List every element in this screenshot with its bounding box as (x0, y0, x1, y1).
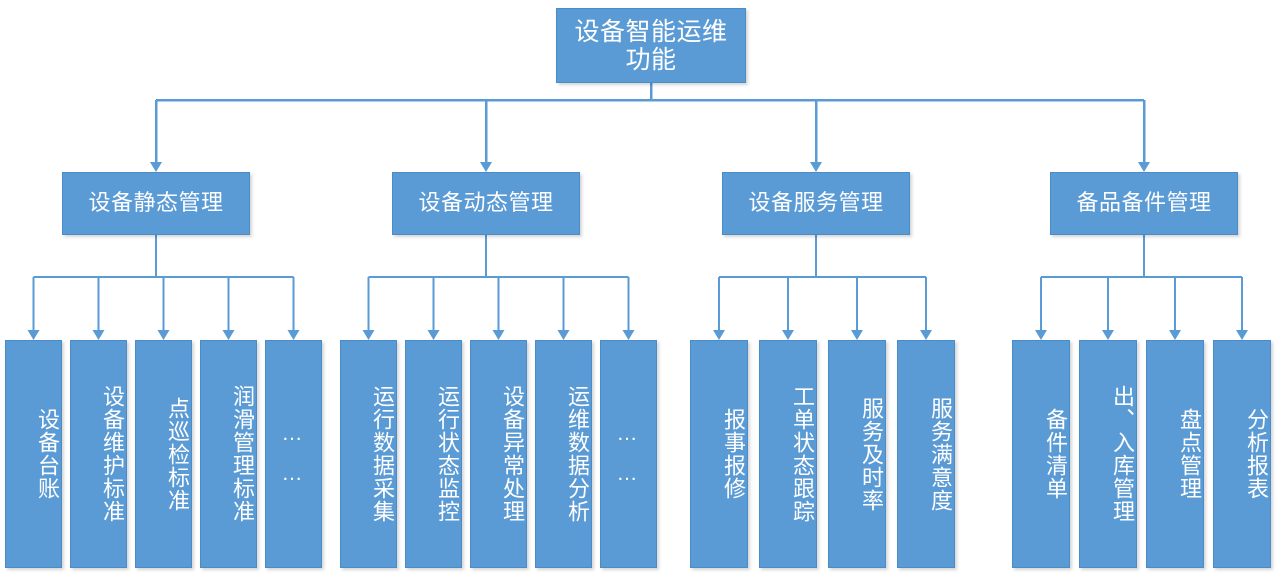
branch-node-4-label: 备品备件管理 (1076, 190, 1212, 216)
leaf-node-1-5-label: … … (281, 422, 306, 485)
branch-node-1[interactable]: 设备静态管理 (62, 172, 250, 235)
leaf-node-4-2-label: 出、入库管理 (1110, 385, 1135, 523)
leaf-node-3-1[interactable]: 报事报修 (690, 340, 748, 568)
branch-node-2-label: 设备动态管理 (418, 190, 554, 216)
branch-node-3[interactable]: 设备服务管理 (722, 172, 910, 235)
leaf-node-1-2[interactable]: 设备维护标准 (70, 340, 127, 568)
leaf-node-2-1[interactable]: 运行数据采集 (340, 340, 397, 568)
leaf-node-4-3-label: 盘点管理 (1177, 408, 1202, 500)
branch-node-4[interactable]: 备品备件管理 (1050, 172, 1238, 235)
leaf-node-1-3[interactable]: 点巡检标准 (135, 340, 192, 568)
branch-node-2[interactable]: 设备动态管理 (392, 172, 580, 235)
leaf-node-1-2-label: 设备维护标准 (100, 385, 125, 523)
leaf-node-2-5-label: … … (616, 422, 641, 485)
leaf-node-3-3[interactable]: 服务及时率 (828, 340, 886, 568)
leaf-node-1-5[interactable]: … … (265, 340, 322, 568)
leaf-node-4-4-label: 分析报表 (1244, 408, 1269, 500)
leaf-node-4-1[interactable]: 备件清单 (1012, 340, 1070, 568)
leaf-node-1-1-label: 设备台账 (35, 408, 60, 500)
root-node-label: 设备智能运维功能 (574, 17, 728, 74)
branch-node-3-label: 设备服务管理 (748, 190, 884, 216)
leaf-node-2-3[interactable]: 设备异常处理 (470, 340, 527, 568)
leaf-node-1-3-label: 点巡检标准 (165, 396, 190, 512)
leaf-node-2-4-label: 运维数据分析 (565, 385, 590, 523)
leaf-node-1-4[interactable]: 润滑管理标准 (200, 340, 257, 568)
leaf-node-2-5[interactable]: … … (600, 340, 657, 568)
leaf-node-3-1-label: 报事报修 (721, 408, 746, 500)
leaf-node-3-2-label: 工单状态跟踪 (790, 385, 815, 523)
leaf-node-3-4-label: 服务满意度 (928, 396, 953, 512)
leaf-node-2-4[interactable]: 运维数据分析 (535, 340, 592, 568)
leaf-node-1-4-label: 润滑管理标准 (230, 385, 255, 523)
leaf-node-2-2-label: 运行状态监控 (435, 385, 460, 523)
leaf-node-2-2[interactable]: 运行状态监控 (405, 340, 462, 568)
leaf-node-2-1-label: 运行数据采集 (370, 385, 395, 523)
leaf-node-4-3[interactable]: 盘点管理 (1146, 340, 1204, 568)
leaf-node-2-3-label: 设备异常处理 (500, 385, 525, 523)
root-node[interactable]: 设备智能运维功能 (556, 8, 746, 83)
leaf-node-1-1[interactable]: 设备台账 (5, 340, 62, 568)
leaf-node-3-2[interactable]: 工单状态跟踪 (759, 340, 817, 568)
leaf-node-3-4[interactable]: 服务满意度 (897, 340, 955, 568)
leaf-node-4-4[interactable]: 分析报表 (1213, 340, 1271, 568)
leaf-node-3-3-label: 服务及时率 (859, 396, 884, 512)
leaf-node-4-1-label: 备件清单 (1043, 408, 1068, 500)
branch-node-1-label: 设备静态管理 (88, 190, 224, 216)
leaf-node-4-2[interactable]: 出、入库管理 (1079, 340, 1137, 568)
